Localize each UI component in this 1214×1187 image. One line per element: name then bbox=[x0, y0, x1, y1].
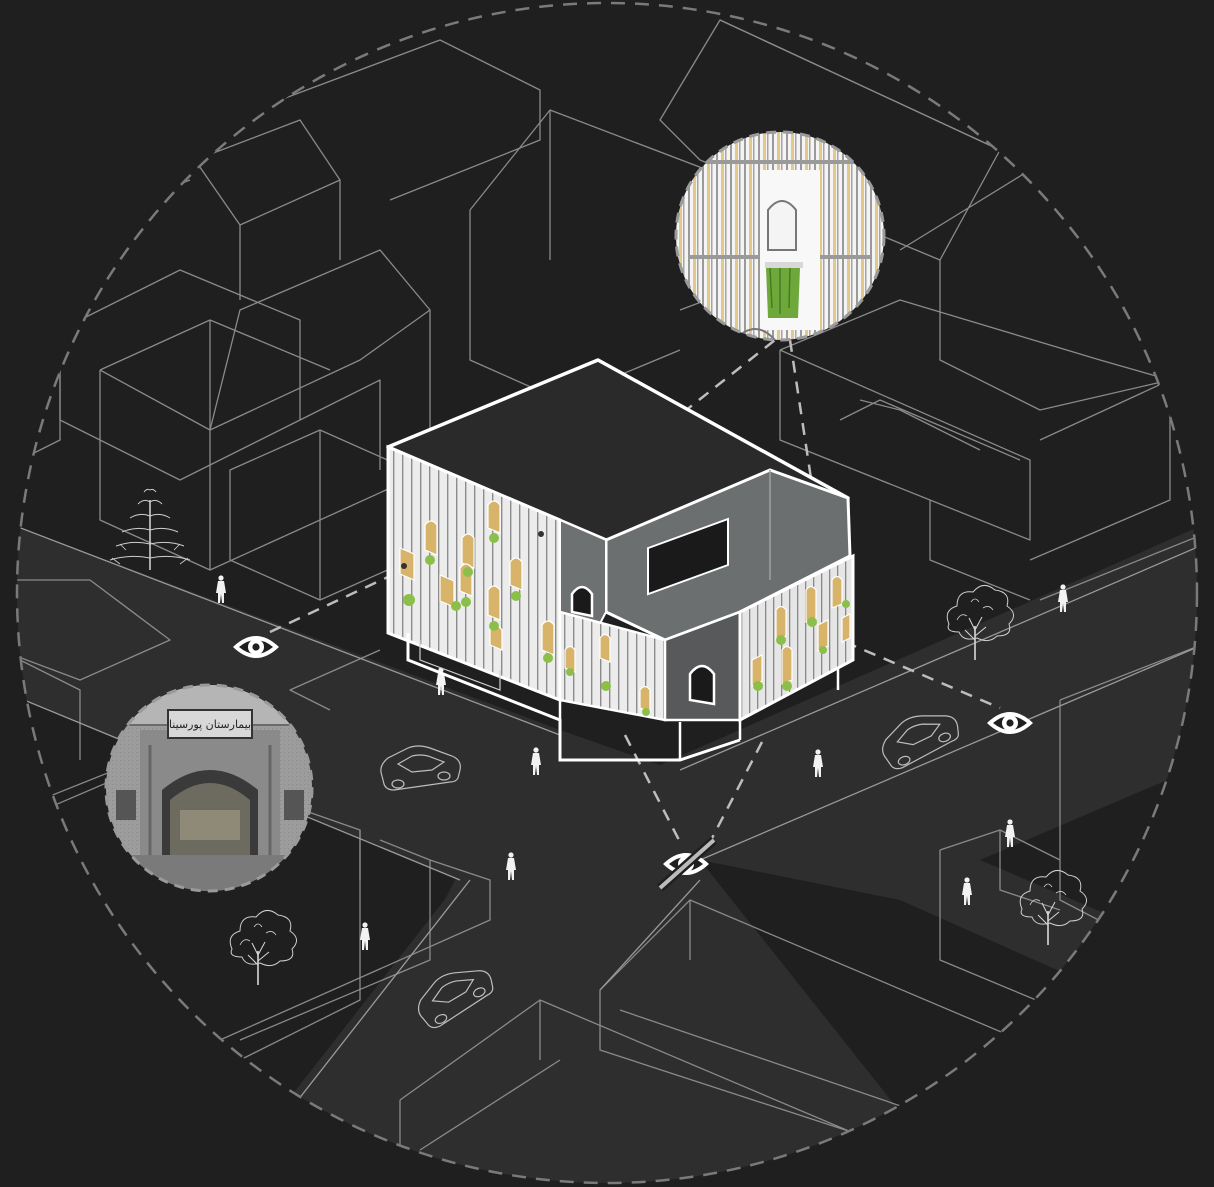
context-boundary bbox=[15, 1, 1199, 1185]
context-blocks bbox=[17, 19, 1197, 1183]
historic-photo-callout: بیمارستان پورسینا bbox=[104, 683, 314, 893]
eye-slash-icon bbox=[657, 836, 717, 892]
street-main bbox=[17, 520, 1197, 1183]
street-south bbox=[300, 850, 960, 1183]
facade-east bbox=[738, 553, 855, 723]
facade-detail-callout bbox=[674, 130, 886, 342]
historic-sign-text: بیمارستان پورسینا bbox=[169, 718, 251, 731]
facade-plants bbox=[403, 533, 850, 716]
central-building bbox=[386, 358, 855, 762]
facade-windows bbox=[399, 500, 851, 713]
